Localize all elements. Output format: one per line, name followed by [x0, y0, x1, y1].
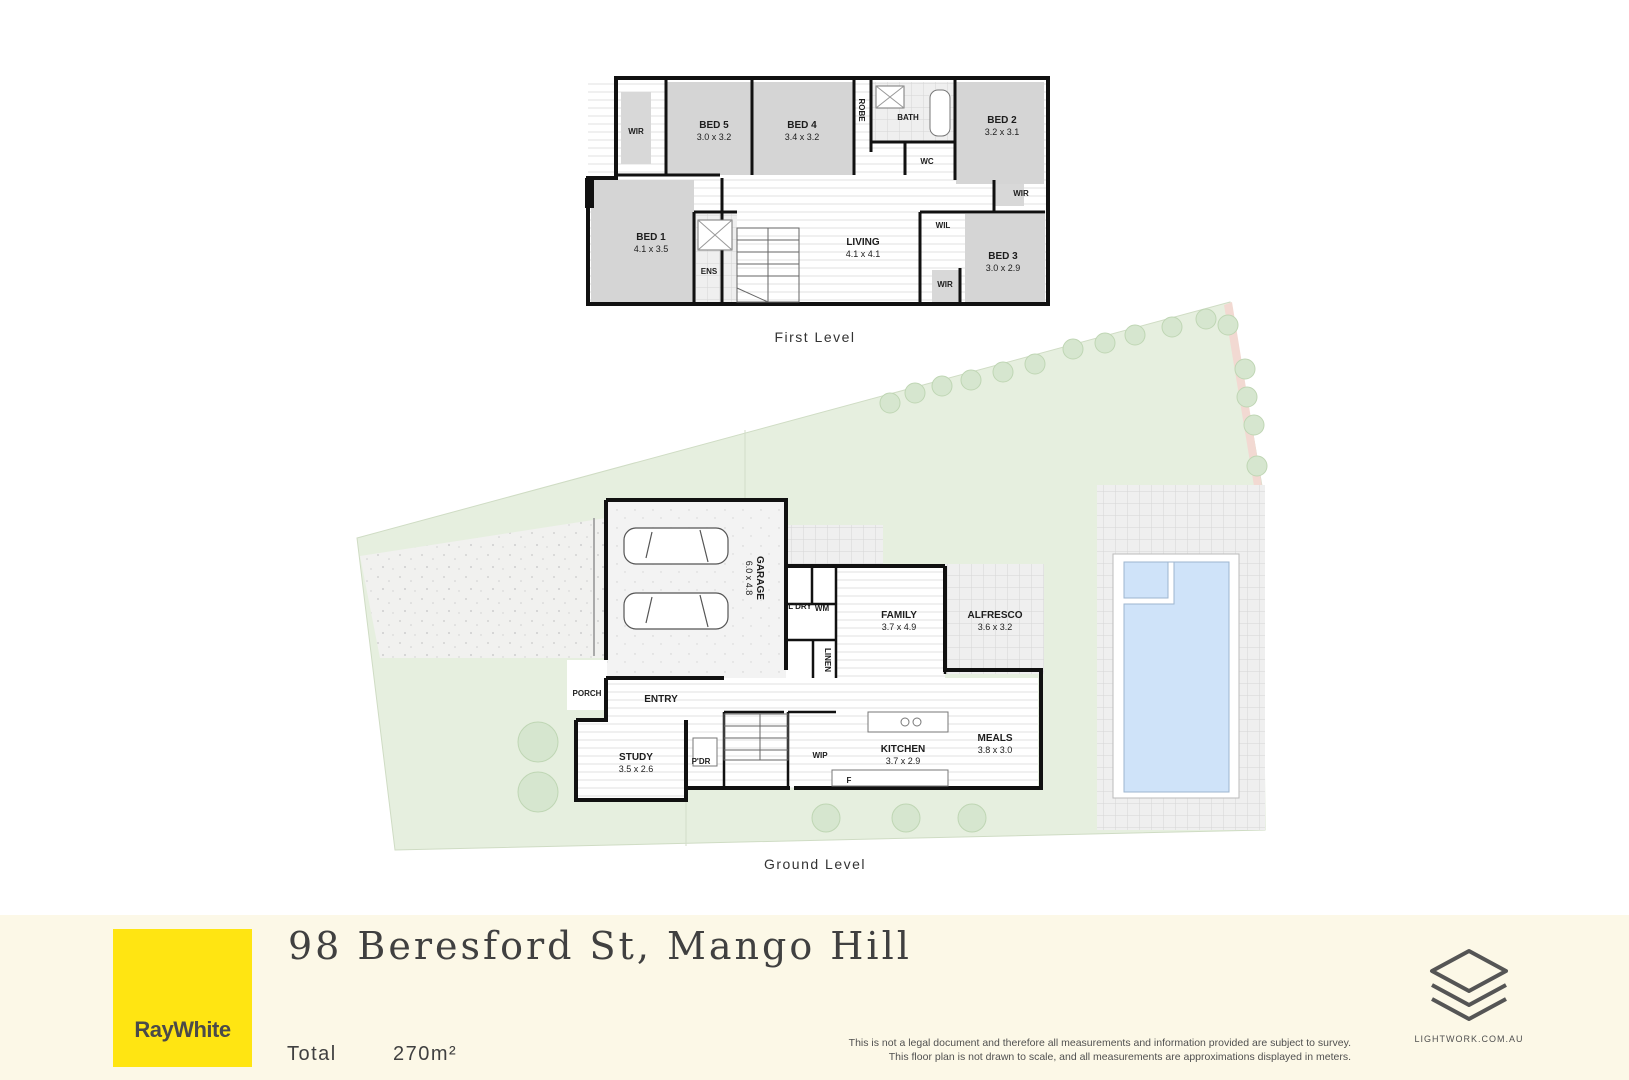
room-label-wir: WIR — [628, 127, 644, 136]
room-size-meals: 3.8 x 3.0 — [978, 745, 1013, 755]
room-size-bed3: 3.0 x 2.9 — [986, 263, 1021, 273]
footer-banner — [0, 915, 1629, 1080]
room-label-wir-bed3: WIR — [937, 280, 953, 289]
room-label-wm: WM — [815, 604, 830, 613]
room-label-wip: WIP — [812, 751, 828, 760]
room-label-linen: LINEN — [823, 648, 832, 672]
lightwork-website: LIGHTWORK.COM.AU — [1414, 1034, 1524, 1044]
room-label-fridge: F — [847, 776, 852, 785]
lightwork-layers-icon — [1430, 949, 1508, 1021]
room-size-family: 3.7 x 4.9 — [882, 622, 917, 632]
room-label-meals: MEALS — [978, 733, 1013, 744]
first-level-plan: WIR BED 5 3.0 x 3.2 BED 4 3.4 x 3.2 ROBE… — [585, 76, 1050, 345]
room-label-bed4: BED 4 — [787, 120, 817, 131]
room-label-study: STUDY — [619, 752, 653, 763]
total-area-value: 270m² — [393, 1043, 458, 1065]
room-size-bed4: 3.4 x 3.2 — [785, 132, 820, 142]
first-level-heading: First Level — [774, 329, 855, 345]
room-label-bed5: BED 5 — [699, 120, 729, 131]
room-label-pdr: P'DR — [692, 757, 711, 766]
room-label-ldry: L'DRY — [788, 602, 812, 611]
bed4-floor — [753, 82, 853, 175]
ground-level-heading: Ground Level — [764, 856, 866, 872]
bed3-floor — [965, 214, 1045, 302]
room-label-bed3: BED 3 — [988, 251, 1018, 262]
room-label-robe: ROBE — [857, 98, 866, 122]
room-label-family: FAMILY — [881, 610, 917, 621]
room-label-wir-bed2: WIR — [1013, 189, 1029, 198]
disclaimer: This is not a legal document and therefo… — [849, 1036, 1351, 1064]
room-label-porch: PORCH — [573, 689, 602, 698]
kitchen-island — [867, 711, 949, 733]
driveway — [360, 518, 606, 658]
room-size-living: 4.1 x 4.1 — [846, 249, 881, 259]
room-label-kitchen: KITCHEN — [881, 744, 925, 755]
floor-plan: WIR BED 5 3.0 x 3.2 BED 4 3.4 x 3.2 ROBE… — [356, 76, 1268, 872]
room-label-ens: ENS — [701, 267, 718, 276]
property-address: 98 Beresford St, Mango Hill — [288, 924, 912, 968]
disclaimer-line-1: This is not a legal document and therefo… — [848, 1037, 1351, 1049]
total-area-label: Total — [287, 1043, 337, 1065]
room-size-garage: 6.0 x 4.8 — [744, 561, 754, 596]
cars — [623, 527, 729, 630]
disclaimer-line-2: This floor plan is not drawn to scale, a… — [888, 1051, 1351, 1063]
room-label-wc: WC — [920, 157, 934, 166]
pool — [1123, 561, 1230, 793]
room-label-bed2: BED 2 — [987, 115, 1017, 126]
room-label-bed1: BED 1 — [636, 232, 666, 243]
raywhite-logo-text: RayWhite — [134, 1017, 231, 1042]
room-size-bed1: 4.1 x 3.5 — [634, 244, 669, 254]
room-label-alfresco: ALFRESCO — [968, 610, 1023, 621]
ground-level-plan: GARAGE 6.0 x 4.8 L'DRY WM LINEN FAMILY 3… — [356, 301, 1268, 872]
room-label-wil: WIL — [936, 221, 951, 230]
room-size-study: 3.5 x 2.6 — [619, 764, 654, 774]
room-size-alfresco: 3.6 x 3.2 — [978, 622, 1013, 632]
raywhite-logo: RayWhite — [113, 929, 252, 1067]
room-label-living: LIVING — [846, 237, 880, 248]
alfresco-floor — [945, 564, 1044, 674]
room-size-bed5: 3.0 x 3.2 — [697, 132, 732, 142]
room-size-bed2: 3.2 x 3.1 — [985, 127, 1020, 137]
bed5-floor — [666, 82, 751, 175]
bed2-floor — [956, 82, 1044, 184]
room-size-kitchen: 3.7 x 2.9 — [886, 756, 921, 766]
room-label-bath: BATH — [897, 113, 919, 122]
bed1-floor — [591, 180, 694, 302]
room-label-garage: GARAGE — [754, 556, 765, 600]
room-label-entry: ENTRY — [644, 694, 678, 705]
